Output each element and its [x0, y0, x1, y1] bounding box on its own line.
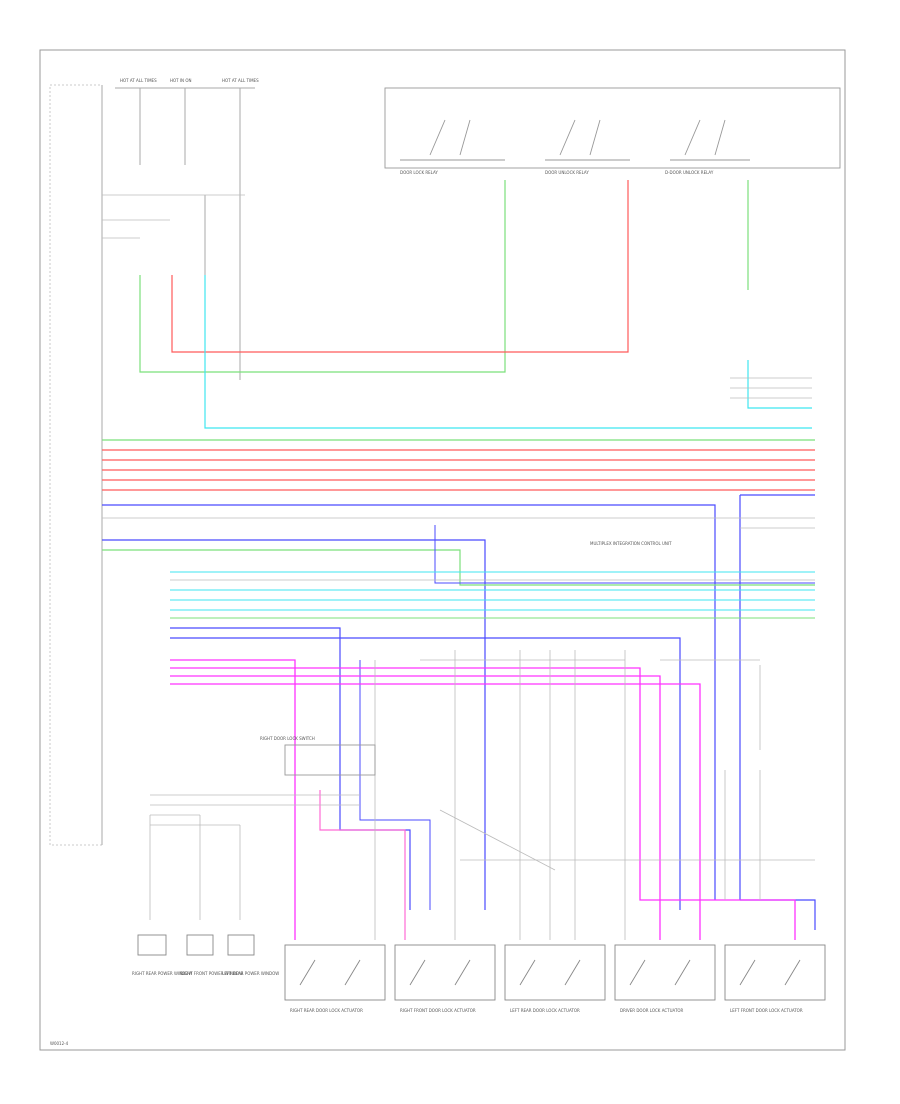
footer-code: W0012-4 [50, 1041, 69, 1046]
fuse-label-3: HOT AT ALL TIMES [222, 78, 259, 83]
integration-label: MULTIPLEX INTEGRATION CONTROL UNIT [590, 541, 672, 546]
relay-label-2: DOOR UNLOCK RELAY [545, 170, 589, 175]
relay-label-3: D-DOOR UNLOCK RELAY [665, 170, 714, 175]
bottom-label-2: RIGHT FRONT POWER WINDOW [180, 971, 243, 976]
wire-magenta-5 [319, 790, 406, 940]
wire-blue-7 [359, 660, 431, 910]
actuator-label-1: RIGHT REAR DOOR LOCK ACTUATOR [290, 1008, 363, 1013]
outer-frame [39, 49, 846, 1051]
relay-label-1: DOOR LOCK RELAY [400, 170, 438, 175]
actuator-boxes [284, 944, 826, 1001]
wire-blue-8 [740, 899, 816, 930]
fuse-label-2: HOT IN ON [170, 78, 191, 83]
left-connector-block [49, 84, 103, 846]
top-wires [102, 194, 245, 239]
wire-blue-4 [434, 525, 815, 584]
wire-cyan-long [204, 275, 812, 429]
bus-blue-2 [739, 494, 815, 900]
wire-blue-5 [170, 627, 411, 910]
wire-magenta-3 [170, 675, 661, 940]
fuse-label-1: HOT AT ALL TIMES [120, 78, 157, 83]
actuator-label-3: LEFT REAR DOOR LOCK ACTUATOR [510, 1008, 580, 1013]
wire-green-left [139, 180, 506, 373]
bottom-left-components [137, 934, 255, 956]
switch-block [284, 744, 376, 776]
bottom-label-3: LEFT REAR POWER WINDOW [222, 971, 279, 976]
right-connector-stubs [730, 377, 812, 399]
actuator-label-4: DRIVER DOOR LOCK ACTUATOR [620, 1008, 684, 1013]
wire-magenta-2 [170, 667, 796, 940]
wire-green-3 [102, 549, 815, 586]
relay-block-top [384, 87, 841, 169]
wire-magenta-1 [170, 659, 296, 940]
wire-cyan-right [747, 360, 812, 409]
grey-verticals [149, 650, 815, 940]
wire-blue-6 [170, 637, 681, 910]
wire-blue-3 [102, 539, 486, 910]
actuator-label-5: LEFT FRONT DOOR LOCK ACTUATOR [730, 1008, 803, 1013]
actuator-label-2: RIGHT FRONT DOOR LOCK ACTUATOR [400, 1008, 476, 1013]
fuse-block-top-left [115, 87, 255, 380]
bottom-label-1: RIGHT REAR POWER WINDOW [132, 971, 192, 976]
wire-red-loop [171, 180, 629, 353]
switch-block-label: RIGHT DOOR LOCK SWITCH [260, 736, 315, 741]
bus-blue-1 [102, 504, 716, 900]
wire-magenta-4 [170, 683, 701, 940]
